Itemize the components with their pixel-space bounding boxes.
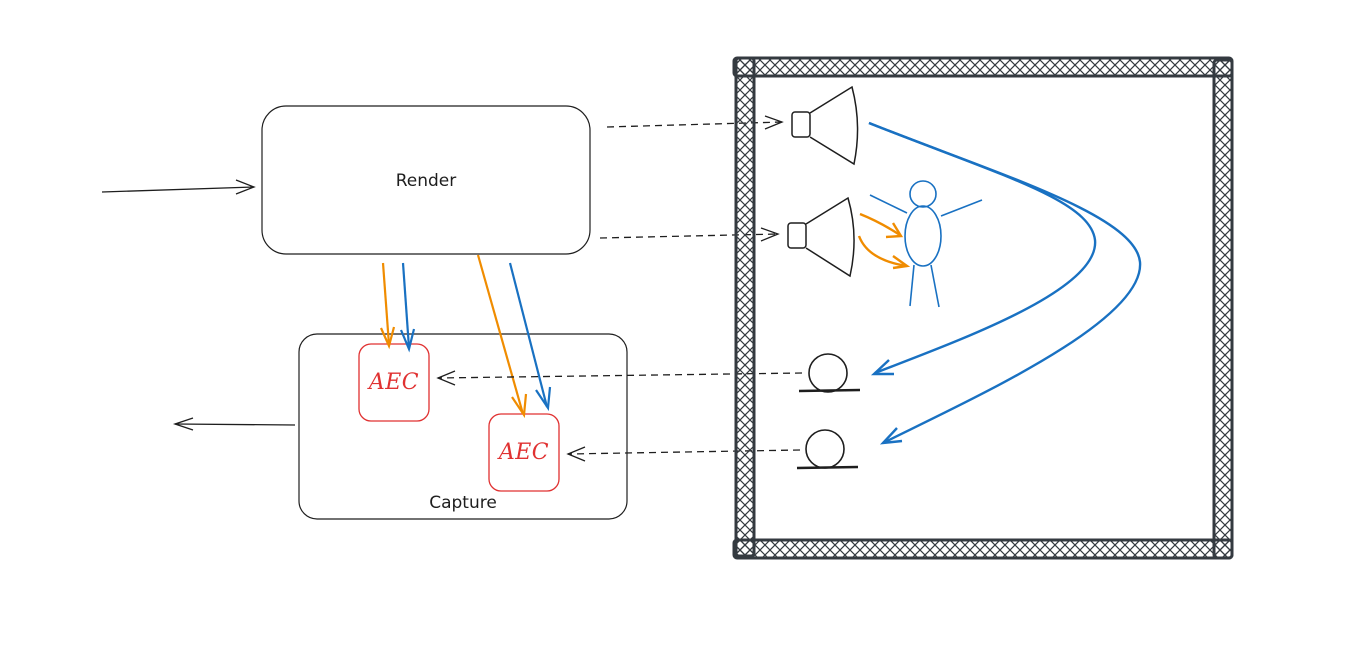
echo-path-arrow-1 <box>868 121 1097 376</box>
echo-path-arrow-2 <box>868 121 1142 445</box>
person-icon <box>869 180 983 308</box>
capture-label: Capture <box>429 493 497 513</box>
dashed-arrow-mic-2 <box>566 446 801 462</box>
microphone-2-icon[interactable] <box>796 429 859 470</box>
reference-arrow-blue-1 <box>399 262 416 353</box>
direct-sound-arrow-2 <box>857 235 911 270</box>
room-walls <box>732 56 1234 560</box>
aec-label-1: AEC <box>367 370 419 395</box>
speaker-1-icon[interactable] <box>791 85 859 166</box>
reference-arrow-orange-2 <box>476 254 528 419</box>
render-node[interactable]: Render <box>261 105 591 255</box>
render-label: Render <box>396 171 457 191</box>
input-arrow <box>101 179 256 195</box>
output-arrow <box>172 417 296 431</box>
speaker-2-icon[interactable] <box>787 196 855 278</box>
aec-node-1[interactable]: AEC <box>358 343 430 422</box>
aec-node-2[interactable]: AEC <box>488 413 560 492</box>
direct-sound-arrow-1 <box>859 212 904 239</box>
reference-arrow-blue-2 <box>508 262 552 412</box>
aec-label-2: AEC <box>497 440 549 465</box>
microphone-1-icon[interactable] <box>798 353 861 393</box>
capture-node[interactable]: Capture <box>298 333 628 520</box>
reference-arrow-orange-1 <box>379 262 396 350</box>
dashed-arrow-speaker-1 <box>606 115 784 130</box>
